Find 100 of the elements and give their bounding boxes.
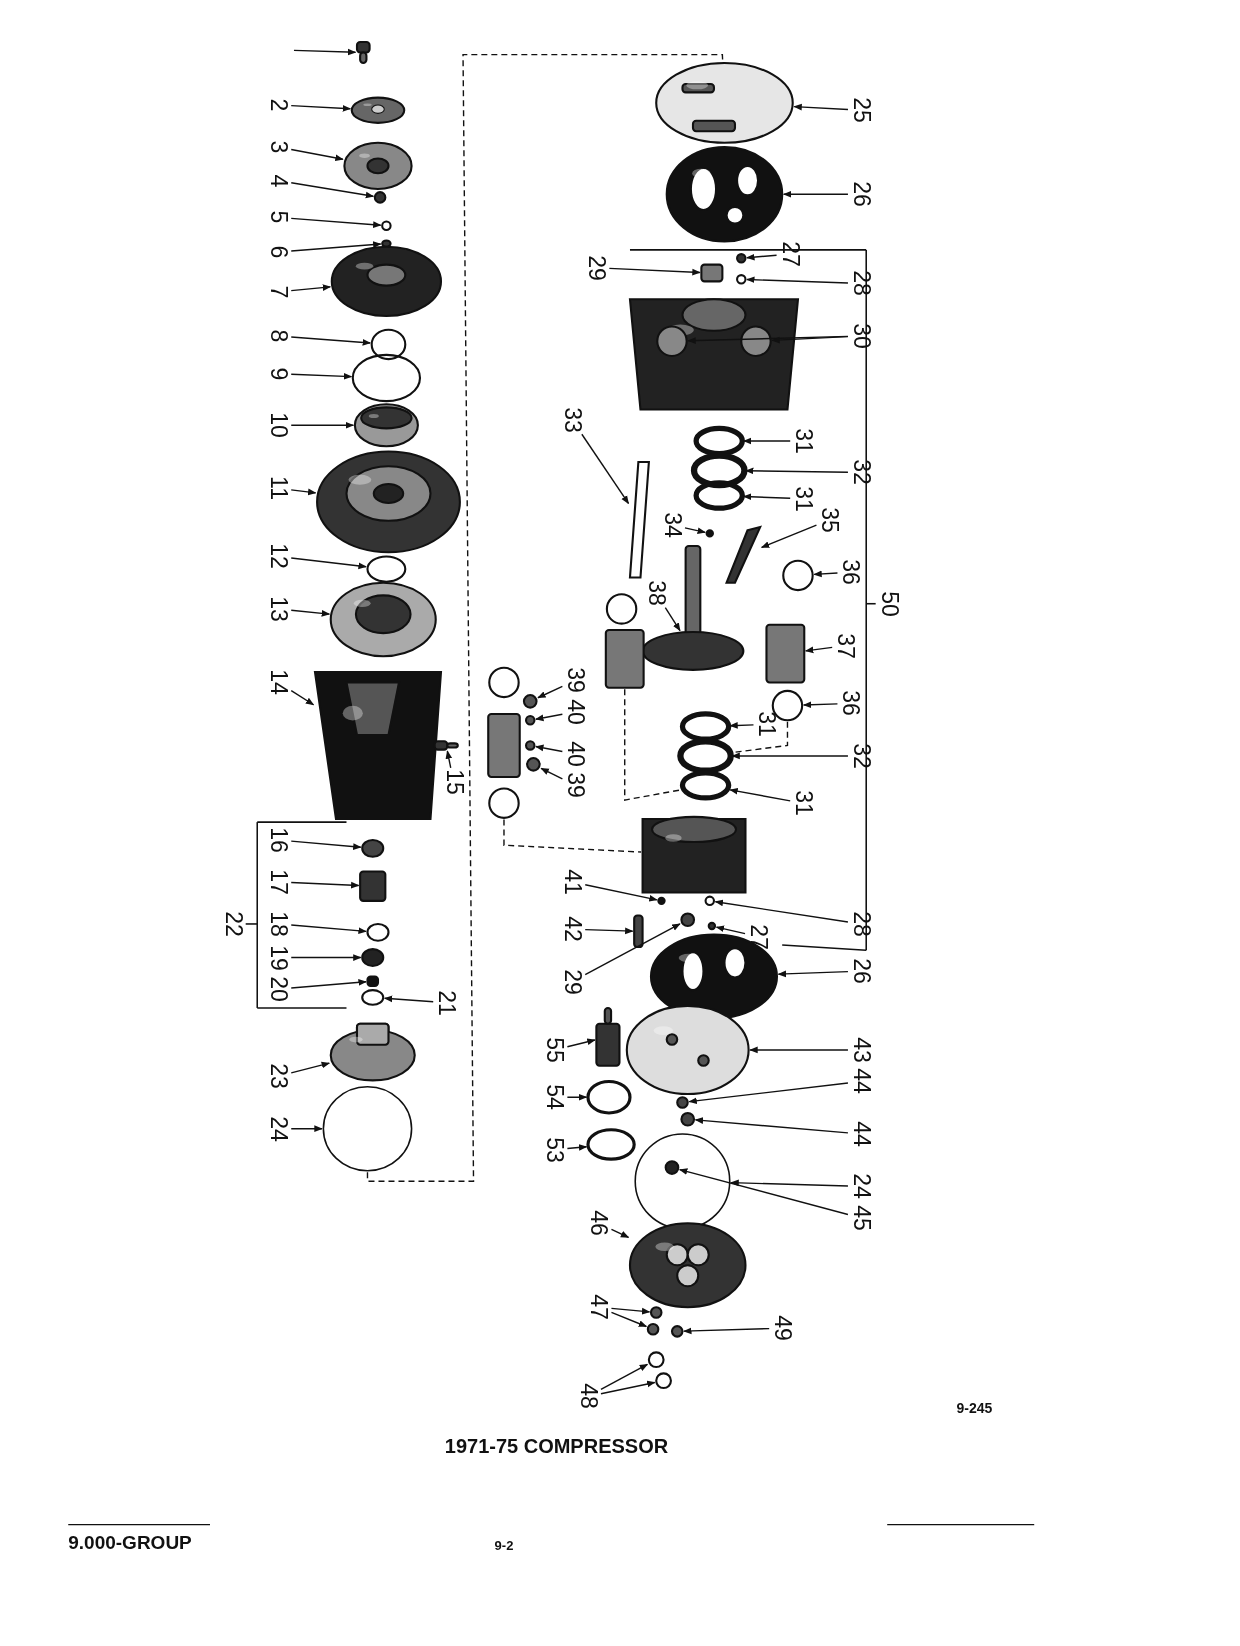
- callout-number: 32: [849, 459, 873, 486]
- leader-line: [537, 685, 564, 699]
- callout-number: 40: [563, 741, 587, 767]
- callout-number: 27: [746, 923, 770, 950]
- callout-number: 28: [849, 911, 873, 937]
- leader-line: [749, 1046, 849, 1054]
- callout-number: 22: [221, 911, 245, 937]
- callout-number: 42: [560, 916, 584, 942]
- leader-line: [290, 104, 352, 112]
- bearing-drawing: [353, 403, 419, 448]
- leader-line: [683, 1327, 770, 1335]
- leader-line: [782, 190, 849, 198]
- leader-line: [730, 1179, 849, 1187]
- nut-drawing: [676, 1096, 689, 1109]
- leader-line: [290, 372, 353, 380]
- leader-line: [731, 752, 849, 760]
- seal-drawing: [361, 838, 385, 858]
- leader-line: [566, 1093, 588, 1101]
- leader-line: [804, 646, 833, 654]
- callout-number: 46: [586, 1210, 610, 1236]
- leader-line: [290, 241, 382, 252]
- ring-drawing: [366, 555, 407, 583]
- callout-number: 38: [644, 580, 668, 606]
- callout-number: 36: [838, 690, 862, 717]
- callout-number: 34: [660, 512, 684, 538]
- callout-number: 41: [560, 869, 584, 895]
- section-label: 9.000-GROUP: [68, 1532, 192, 1552]
- leader-line: [290, 840, 362, 850]
- leader-line: [610, 1228, 630, 1238]
- callout-number: 27: [778, 241, 802, 267]
- leader-line: [729, 722, 755, 729]
- leader-line: [290, 217, 382, 229]
- plate-drawing: [625, 1004, 750, 1096]
- valve-plate-drawing: [655, 61, 794, 144]
- callout-number: 10: [266, 412, 290, 438]
- o-ring-drawing: [586, 1079, 632, 1115]
- callout-number: 39: [563, 667, 587, 694]
- thrust-washer-drawing: [679, 711, 732, 742]
- callout-number: 6: [266, 245, 290, 259]
- rear-head-drawing: [628, 1222, 747, 1309]
- assembly-line: [366, 53, 724, 1182]
- bracket-plate-drawing: [350, 96, 406, 124]
- leader-line: [290, 979, 367, 989]
- bearing-drawing: [677, 738, 734, 774]
- bearing-drawing: [690, 452, 748, 489]
- leader-line: [584, 923, 681, 976]
- leader-line: [729, 787, 791, 802]
- callout-number: 28: [849, 270, 873, 297]
- leader-line: [694, 1117, 849, 1134]
- callout-number: 7: [266, 285, 290, 299]
- screw-drawing: [433, 740, 459, 751]
- leader-line: [664, 606, 681, 632]
- leader-line: [566, 1144, 588, 1151]
- callout-number: 20: [266, 976, 290, 1002]
- callout-number: 21: [434, 989, 458, 1016]
- leader-line: [610, 1311, 648, 1328]
- leader-line: [714, 899, 849, 923]
- pin-drawing: [633, 914, 644, 949]
- callout-number: 53: [542, 1136, 566, 1163]
- leader-line: [290, 557, 367, 570]
- hub-drawing: [329, 1022, 416, 1082]
- thrust-washer-drawing: [679, 770, 732, 801]
- callout-number: 32: [849, 743, 873, 769]
- leader-line: [290, 182, 375, 199]
- page-number: 9-2: [494, 1539, 514, 1553]
- callout-number: 29: [560, 968, 584, 995]
- callout-number: 54: [542, 1084, 566, 1110]
- leader-line: [746, 276, 849, 284]
- leader-line: [445, 750, 453, 769]
- leader-line: [290, 1125, 323, 1133]
- leader-line: [743, 493, 791, 501]
- callout-number: 8: [266, 329, 290, 343]
- piston-drawing: [604, 628, 645, 689]
- leader-line: [293, 48, 357, 56]
- washer-drawing: [525, 715, 536, 726]
- leader-line: [600, 1380, 656, 1395]
- callout-number: 26: [849, 181, 873, 208]
- callout-number: 36: [838, 559, 862, 585]
- coil-drawing: [329, 581, 437, 658]
- gasket-drawing: [665, 145, 784, 243]
- callout-number: 23: [266, 1063, 290, 1089]
- valve-drawing: [670, 1325, 684, 1338]
- leader-line: [566, 1038, 596, 1048]
- sleeve-drawing: [359, 870, 387, 902]
- callout-number: 17: [266, 869, 290, 895]
- callout-number: 43: [849, 1037, 873, 1063]
- leader-line: [290, 924, 367, 935]
- callout-number: 24: [849, 1173, 873, 1200]
- leader-line: [684, 527, 706, 534]
- leader-line: [290, 954, 362, 961]
- piston-ring-drawing: [488, 787, 520, 819]
- nut-drawing: [373, 191, 387, 204]
- ball-drawing: [657, 896, 666, 906]
- assembly-line: [503, 818, 642, 853]
- ball-drawing: [522, 694, 538, 709]
- leader-line: [584, 884, 658, 902]
- ring-drawing: [736, 274, 747, 285]
- callout-number: 16: [266, 827, 290, 853]
- leader-line: [290, 609, 331, 617]
- leader-line: [290, 284, 332, 292]
